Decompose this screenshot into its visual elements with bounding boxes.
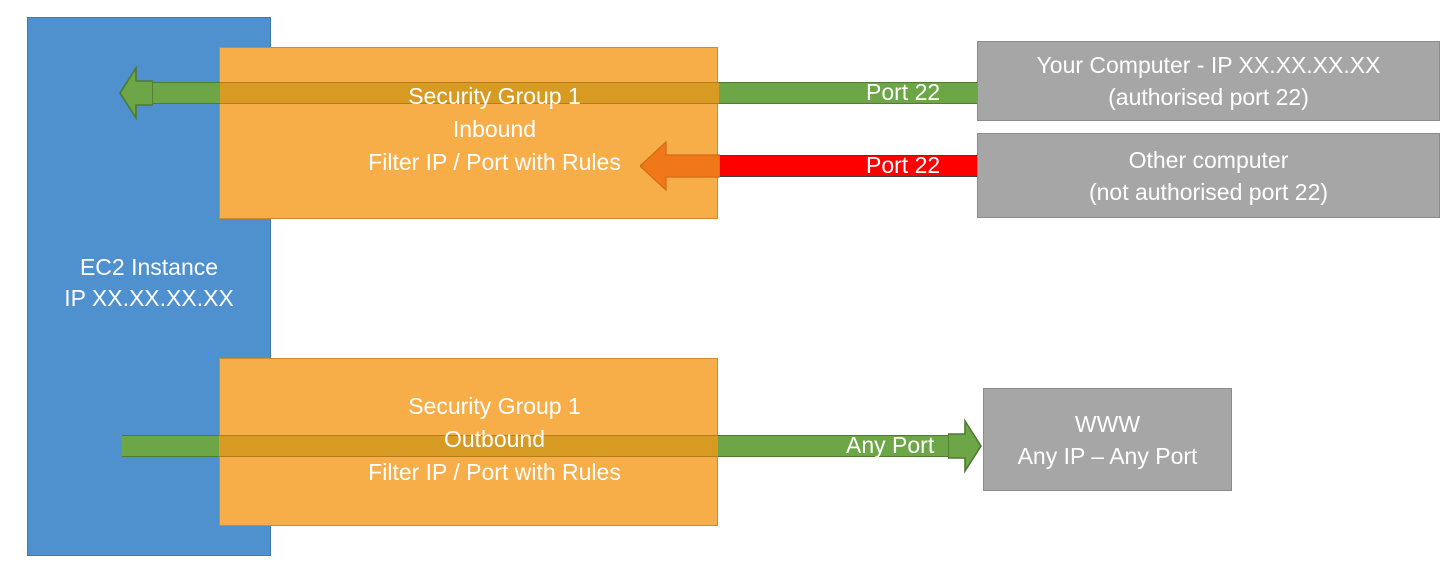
allowed-inbound-line-external bbox=[718, 82, 978, 104]
allowed-outbound-arrowhead-icon bbox=[947, 415, 982, 477]
blocked-inbound-line bbox=[718, 155, 978, 177]
allowed-inbound-line-internal bbox=[150, 82, 220, 104]
allowed-outbound-line-external bbox=[718, 435, 952, 457]
external-node-your-computer: Your Computer - IP XX.XX.XX.XX (authoris… bbox=[977, 41, 1440, 121]
allowed-outbound-line-internal bbox=[122, 435, 220, 457]
ec2-instance-label: EC2 Instance IP XX.XX.XX.XX bbox=[64, 254, 234, 311]
allowed-outbound-line-overlap bbox=[219, 435, 719, 457]
external-node-www: WWW Any IP – Any Port bbox=[983, 388, 1232, 491]
blocked-inbound-arrowhead-icon bbox=[639, 140, 721, 192]
external-node-other-computer: Other computer (not authorised port 22) bbox=[977, 133, 1440, 218]
security-group-inbound-box bbox=[219, 47, 718, 219]
allowed-inbound-arrowhead-icon bbox=[119, 62, 154, 124]
allowed-inbound-line-overlap bbox=[219, 82, 719, 104]
